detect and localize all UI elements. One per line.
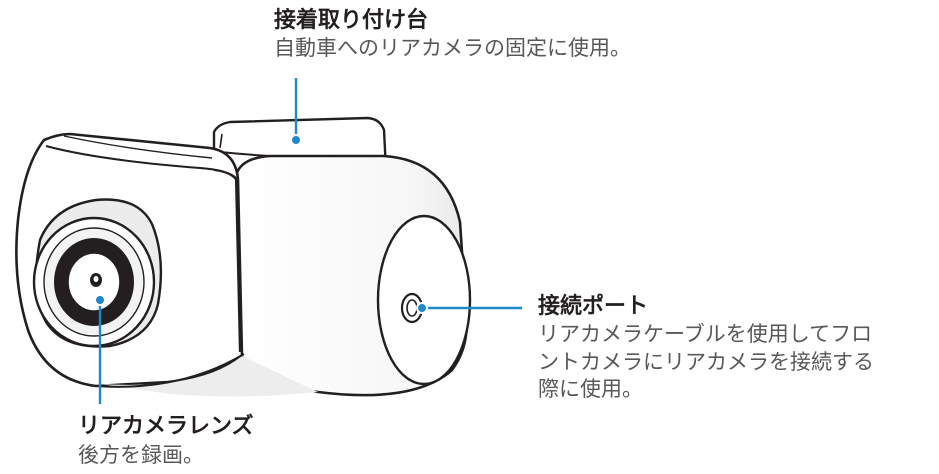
port-leader — [416, 302, 522, 314]
camera-lens — [32, 198, 163, 348]
adhesive-mount-description: 自動車へのリアカメラの固定に使用。 — [274, 36, 631, 61]
rear-camera-lens-title: リアカメラレンズ — [78, 414, 254, 439]
adhesive-mount-title: 接着取り付け台 — [274, 8, 429, 33]
connection-port — [376, 214, 472, 386]
connection-port-title: 接続ポート — [538, 294, 649, 319]
lens-leader — [94, 294, 106, 404]
adhesive-mount-callout: 接着取り付け台 自動車へのリアカメラの固定に使用。 — [274, 6, 631, 63]
connection-port-callout: 接続ポート リアカメラケーブルを使用してフロ ントカメラにリアカメラを接続する … — [538, 292, 934, 404]
mount-leader — [290, 78, 302, 146]
connection-port-description: リアカメラケーブルを使用してフロ ントカメラにリアカメラを接続する 際に使用。 — [538, 322, 874, 402]
rear-camera-lens-description: 後方を録画。 — [78, 443, 204, 468]
rear-camera-lens-callout: リアカメラレンズ 後方を録画。 — [78, 412, 254, 470]
